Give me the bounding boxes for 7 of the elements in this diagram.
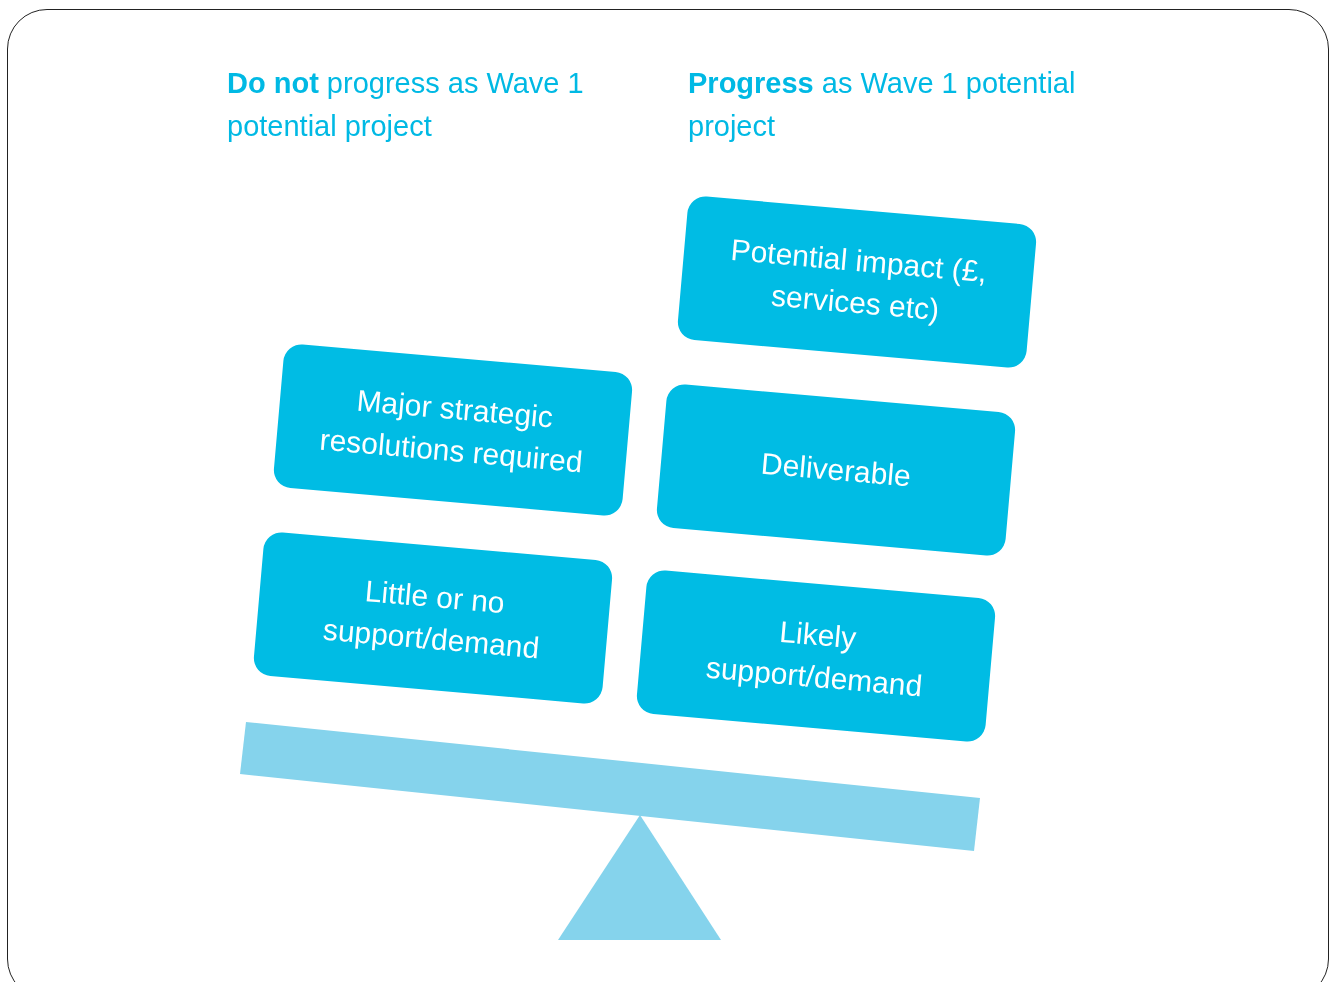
block-label: Little or no support/demand <box>320 573 542 667</box>
block-label: Likely support/demand <box>703 613 925 705</box>
block-label: Potential impact (£, services etc) <box>728 231 990 329</box>
block-label: Major strategic resolutions required <box>317 382 585 481</box>
block-label: Deliverable <box>759 445 913 495</box>
column-heading: Do not progress as Wave 1 potential project <box>227 66 585 144</box>
column-heading: Progress as Wave 1 potential project <box>688 66 1077 144</box>
